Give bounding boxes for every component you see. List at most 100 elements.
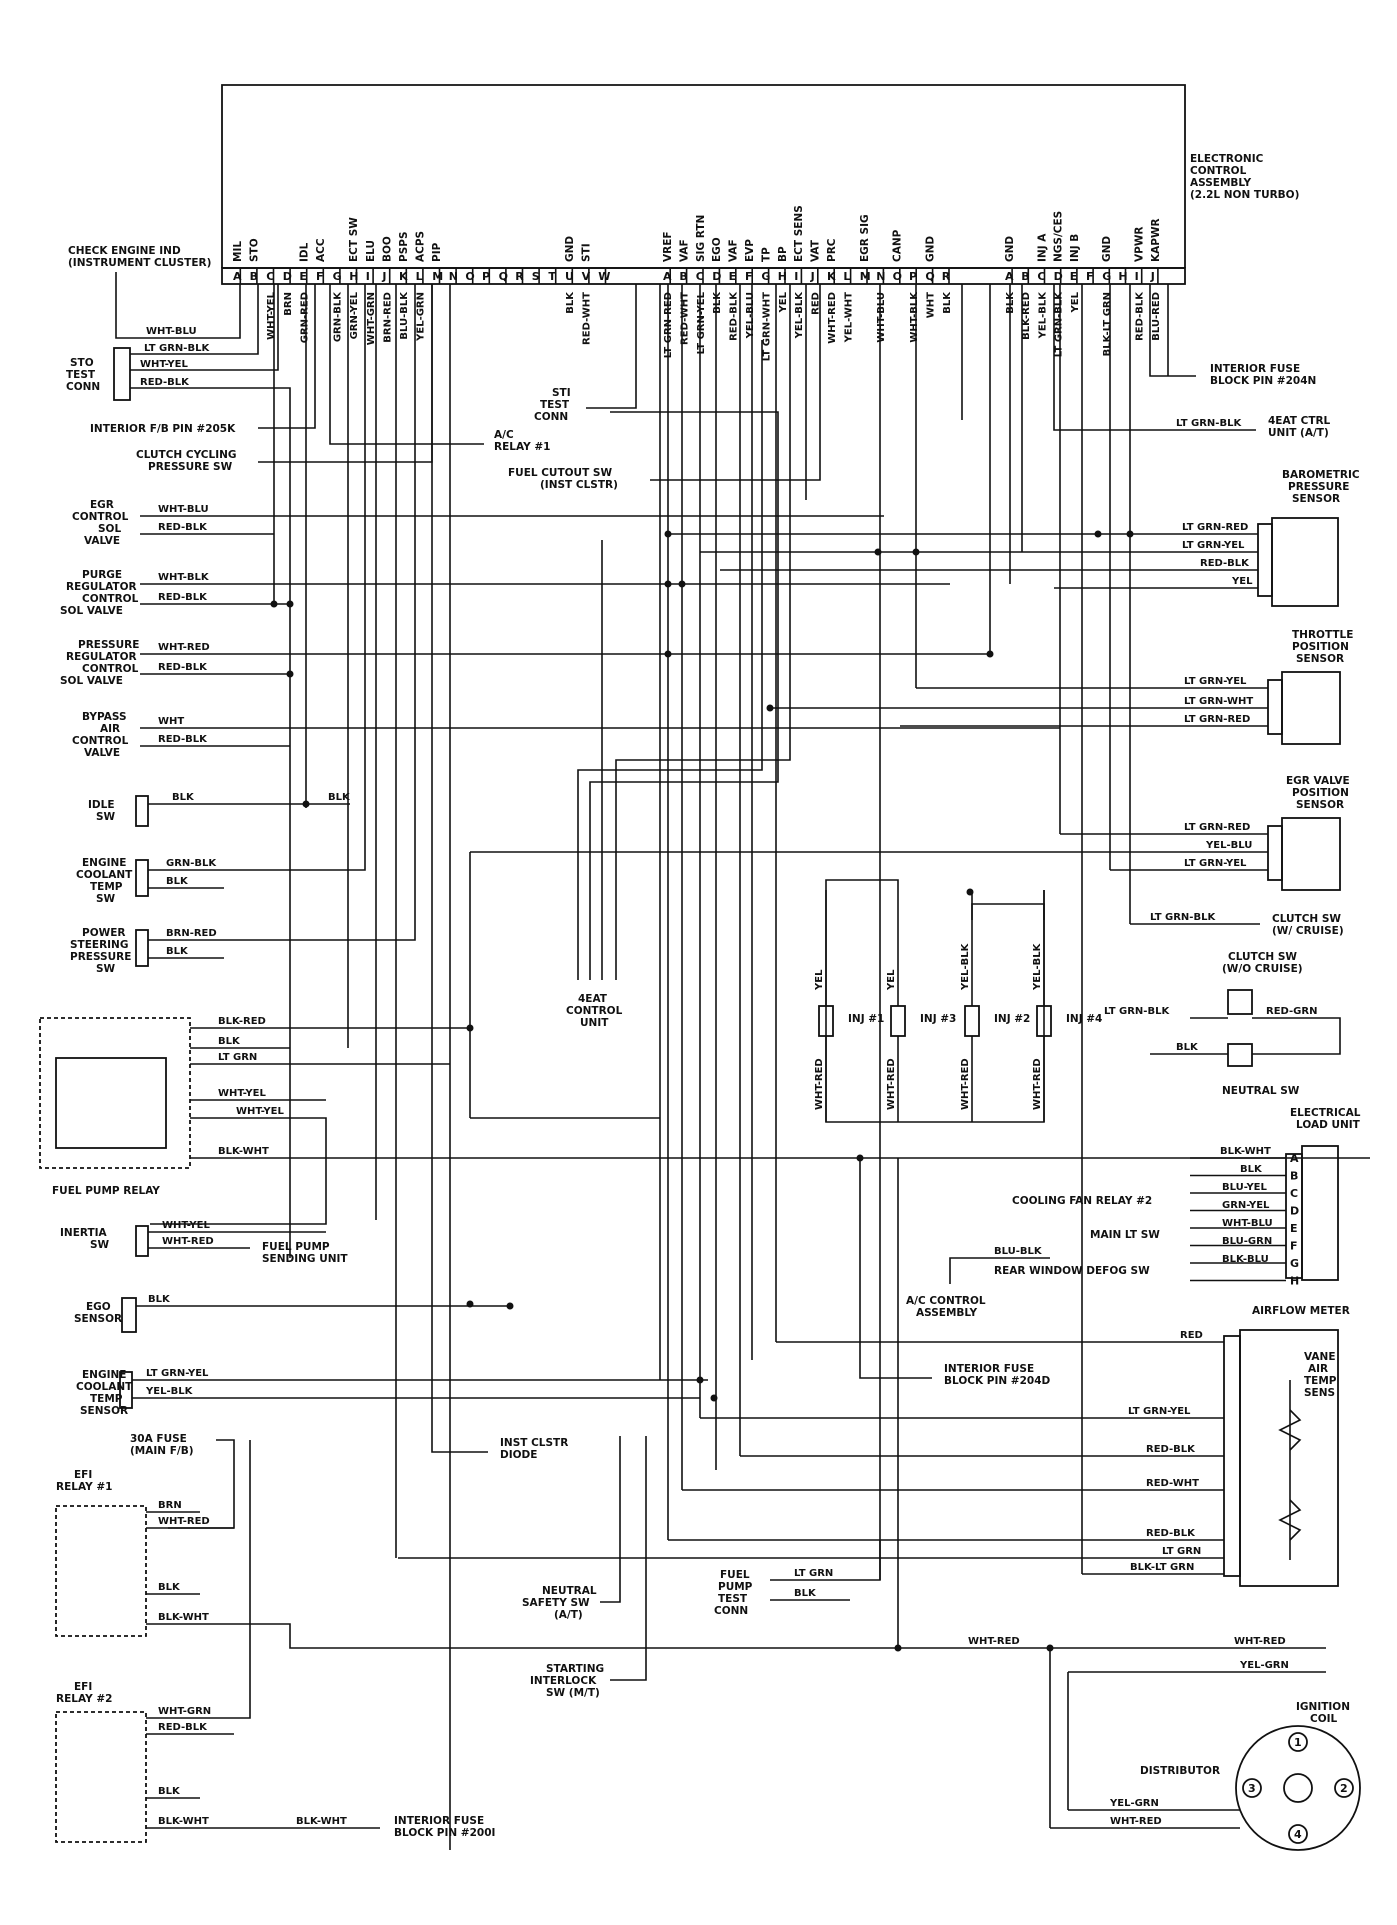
fuse30-2: (MAIN F/B) bbox=[130, 1445, 194, 1457]
ecu-pin-function: VPWR bbox=[1134, 227, 1146, 263]
ecu-pin-1-f: F bbox=[745, 270, 753, 283]
sto-label-3: CONN bbox=[66, 381, 100, 393]
ecu-wire-color: YEL-WHT bbox=[843, 292, 854, 344]
splice-dot bbox=[664, 580, 672, 588]
fuel-pump-relay-label: FUEL PUMP RELAY bbox=[52, 1185, 160, 1197]
ecu-pin-0-t: T bbox=[548, 270, 556, 283]
ecu-pin-1-r: R bbox=[942, 270, 951, 283]
injector-feed-a bbox=[825, 879, 899, 890]
sti-2: TEST bbox=[540, 399, 570, 411]
ecu-pin-0-j: J bbox=[381, 270, 386, 283]
ecu-pin-function: KAPWR bbox=[1150, 218, 1162, 262]
fptc-1: FUEL bbox=[720, 1569, 750, 1581]
splice-dot bbox=[302, 800, 310, 808]
efi1-wire-1: BRN bbox=[158, 1500, 182, 1511]
injector-wire-bottom: WHT-RED bbox=[1032, 1058, 1043, 1110]
ecu-wire-color: BRN-RED bbox=[382, 292, 393, 343]
fpr-wire-6: BLK-WHT bbox=[218, 1146, 269, 1157]
ecu-pin-function: BOO bbox=[381, 236, 393, 262]
splice-dot bbox=[466, 1300, 474, 1308]
ecu-pin-0-m: M bbox=[432, 270, 443, 283]
afm-label: AIRFLOW METER bbox=[1252, 1305, 1350, 1317]
electrical-load-unit: ELECTRICAL LOAD UNIT BLK-WHT BLK BLU-YEL… bbox=[994, 1107, 1361, 1288]
injector-return-bus bbox=[825, 890, 1045, 1123]
dist-label: DISTRIBUTOR bbox=[1140, 1765, 1220, 1777]
bypass-2: AIR bbox=[100, 723, 120, 735]
csn-1: CLUTCH SW bbox=[1228, 951, 1297, 963]
ecu-wire-color: YEL bbox=[1070, 291, 1081, 313]
ecu-pin-function: EVP bbox=[744, 239, 756, 262]
ego-1: EGO bbox=[86, 1301, 111, 1313]
ecu-pin-0-p: P bbox=[482, 270, 490, 283]
eatc-wire: LT GRN-BLK bbox=[1176, 418, 1242, 429]
ps-wire: BRN-RED bbox=[166, 928, 217, 939]
splice-dot bbox=[466, 1024, 474, 1032]
purge-4: SOL VALVE bbox=[60, 605, 123, 617]
egr-ctl-2: CONTROL bbox=[72, 511, 129, 523]
injector-wire-bottom: WHT-RED bbox=[886, 1058, 897, 1110]
throttle-position-sensor: THROTTLE POSITION SENSOR LT GRN-YEL LT G… bbox=[770, 629, 1353, 745]
ecu-title-2: CONTROL bbox=[1190, 165, 1247, 177]
splice-dot bbox=[286, 670, 294, 678]
ecu-pin-function: PSPS bbox=[398, 231, 410, 262]
pres-wire-whtred: WHT-RED bbox=[158, 642, 210, 653]
splice-dot bbox=[664, 530, 672, 538]
csc-wire: LT GRN-BLK bbox=[1150, 912, 1216, 923]
injector-body bbox=[964, 1005, 980, 1037]
ecu-title-3: ASSEMBLY bbox=[1190, 177, 1251, 189]
ecu-wire-color: WHT-BLU bbox=[876, 292, 887, 343]
purge-wire-whtblk: WHT-BLK bbox=[158, 572, 210, 583]
baro-w4: YEL bbox=[1231, 576, 1253, 587]
ecu-wire-color: RED-WHT bbox=[679, 292, 690, 345]
distributor-terminal-num: 2 bbox=[1340, 1782, 1348, 1795]
fpr-wire-5: WHT-YEL bbox=[236, 1106, 285, 1117]
coil-w1: WHT-RED bbox=[968, 1636, 1020, 1647]
elu-w5: WHT-BLU bbox=[1222, 1218, 1273, 1229]
ecu-pin-function: PRC bbox=[826, 238, 838, 262]
afm-w5: RED-BLK bbox=[1146, 1528, 1196, 1539]
csc-2: (W/ CRUISE) bbox=[1272, 925, 1344, 937]
splice-dot bbox=[286, 600, 294, 608]
ecu-pin-2-h: H bbox=[1118, 270, 1127, 283]
evp-1: EGR VALVE bbox=[1286, 775, 1350, 787]
ecu-pin-0-f: F bbox=[316, 270, 324, 283]
vat-4: SENS bbox=[1304, 1387, 1335, 1399]
ac-relay-2: RELAY #1 bbox=[494, 441, 550, 453]
tps-3: SENSOR bbox=[1296, 653, 1344, 665]
injector-wire-top: YEL-BLK bbox=[1032, 942, 1043, 991]
idle-2: SW bbox=[96, 811, 116, 823]
starting-interlock-switch: STARTING INTERLOCK SW (M/T) bbox=[530, 1436, 647, 1699]
ecu-wire-color: BLK-LT GRN bbox=[1102, 292, 1113, 356]
fpr-wire-2: BLK bbox=[218, 1036, 241, 1047]
ps-3: PRESSURE bbox=[70, 951, 131, 963]
afm-w1: RED bbox=[1180, 1330, 1203, 1341]
ecu-pin-function: ECT SW bbox=[348, 217, 360, 262]
sis-3: SW (M/T) bbox=[546, 1687, 600, 1699]
splice-dot bbox=[986, 650, 994, 658]
bypass-wire-wht: WHT bbox=[158, 716, 184, 727]
baro-w3: RED-BLK bbox=[1200, 558, 1250, 569]
ecu-pin-function: SIG RTN bbox=[695, 215, 707, 262]
afm-w2: LT GRN-YEL bbox=[1128, 1406, 1191, 1417]
egr-ctl-4: VALVE bbox=[84, 535, 120, 547]
f204n-1: INTERIOR FUSE bbox=[1210, 363, 1300, 375]
ecu-wire-color: YEL-GRN bbox=[416, 292, 427, 342]
purge-3: CONTROL bbox=[82, 593, 139, 605]
baro-w1: LT GRN-RED bbox=[1182, 522, 1248, 533]
diode-1: INST CLSTR bbox=[500, 1437, 568, 1449]
ectsen-1: ENGINE bbox=[82, 1369, 126, 1381]
elu-w3: BLU-YEL bbox=[1222, 1182, 1268, 1193]
ecu-pin-0-d: D bbox=[283, 270, 292, 283]
egr-control-sol-valve: EGR CONTROL SOL VALVE WHT-BLU RED-BLK bbox=[72, 499, 884, 547]
inertia-wire-1: WHT-YEL bbox=[162, 1220, 211, 1231]
splice-dot bbox=[678, 580, 686, 588]
neutral-safety-switch: NEUTRAL SAFETY SW (A/T) bbox=[522, 1436, 621, 1621]
nss-1: NEUTRAL bbox=[542, 1585, 597, 1597]
fptc-2: PUMP bbox=[718, 1581, 753, 1593]
ecu-pin-2-j: J bbox=[1150, 270, 1155, 283]
csn-wire: LT GRN-BLK bbox=[1104, 1006, 1170, 1017]
load-unit-pin-h: H bbox=[1290, 1275, 1299, 1288]
fuel-cutout-switch: FUEL CUTOUT SW (INST CLSTR) bbox=[508, 284, 821, 491]
diode-2: DIODE bbox=[500, 1449, 537, 1461]
